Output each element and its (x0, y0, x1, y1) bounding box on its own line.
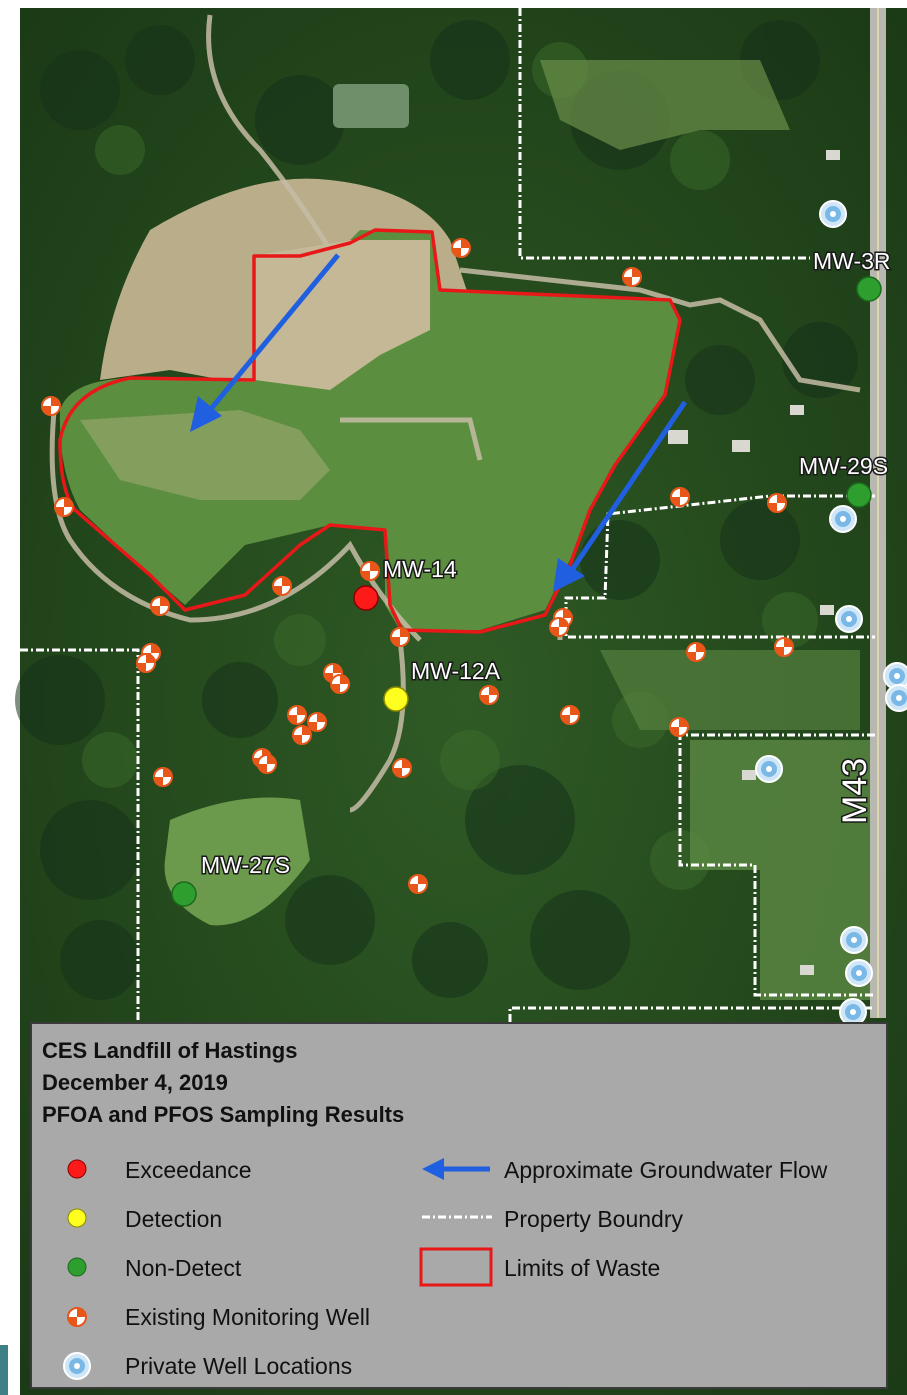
legend-limits-of-waste: Limits of Waste (504, 1255, 661, 1281)
pond (333, 84, 409, 128)
monitoring-well-icon (287, 705, 307, 725)
field-southwest (164, 797, 310, 926)
legend-title-subject: PFOA and PFOS Sampling Results (42, 1102, 405, 1127)
flow-arrow-northwest (208, 253, 340, 412)
property-boundary-symbol-icon (422, 1215, 492, 1219)
monitoring-well-icon (767, 493, 787, 513)
buildings (668, 150, 840, 975)
non-detect-symbol-icon (67, 1257, 87, 1277)
monitoring-well-icon (670, 487, 690, 507)
monitoring-well-icon (622, 267, 642, 287)
edge-bar (0, 1345, 8, 1395)
groundwater-flow-arrows (190, 253, 688, 592)
arrow-left-icon (422, 1158, 490, 1180)
limits-of-waste-symbol-icon (419, 1247, 493, 1287)
private-wells (755, 200, 907, 1026)
private-well-icon (839, 998, 867, 1026)
monitoring-well-icon (54, 497, 74, 517)
field-northeast (540, 60, 790, 150)
label-mw-29s: MW-29S (799, 453, 888, 479)
exceedance-symbol-icon (67, 1159, 87, 1179)
field-east (600, 650, 860, 730)
private-well-icon (755, 755, 783, 783)
label-mw-12a: MW-12A (411, 658, 501, 684)
monitoring-well-icon (330, 674, 350, 694)
private-well-icon (845, 959, 873, 987)
legend-existing-monitoring-well: Existing Monitoring Well (125, 1304, 371, 1330)
monitoring-well-icon (136, 653, 156, 673)
monitoring-well-icon (150, 596, 170, 616)
legend-detection: Detection (125, 1206, 223, 1232)
well-mw-14-exceedance (353, 585, 379, 611)
private-well-symbol-icon (63, 1352, 91, 1380)
legend-groundwater-flow: Approximate Groundwater Flow (504, 1157, 828, 1183)
private-well-icon (829, 505, 857, 533)
legend-non-detect: Non-Detect (125, 1255, 242, 1281)
monitoring-well-icon (390, 627, 410, 647)
field-southeast (690, 740, 870, 1000)
map-legend: CES Landfill of Hastings December 4, 201… (30, 1022, 888, 1389)
detection-symbol-icon (67, 1208, 87, 1228)
well-mw-3r-non-detect (856, 276, 882, 302)
monitoring-well-icon (272, 576, 292, 596)
landfill-worn-area (80, 410, 330, 500)
well-mw-29s-non-detect (846, 482, 872, 508)
monitoring-well-icon (360, 561, 380, 581)
landfill-upper-bare (255, 240, 430, 390)
label-highway-m43: M43 (836, 758, 874, 824)
flow-arrow-east (569, 400, 688, 572)
landfill-cap-grass (59, 230, 681, 630)
existing-monitoring-wells (41, 238, 794, 894)
well-mw-12a-detection (383, 686, 409, 712)
private-well-icon (819, 200, 847, 228)
monitoring-well-icon (307, 712, 327, 732)
private-well-icon (835, 605, 863, 633)
monitoring-well-icon (669, 717, 689, 737)
private-well-icon (885, 684, 907, 712)
private-well-icon (840, 926, 868, 954)
monitoring-well-icon (392, 758, 412, 778)
monitoring-well-icon (292, 725, 312, 745)
monitoring-well-icon (408, 874, 428, 894)
legend-property-boundary: Property Boundry (504, 1206, 683, 1232)
monitoring-well-icon (560, 705, 580, 725)
label-mw-3r: MW-3R (813, 248, 891, 274)
legend-title-date: December 4, 2019 (42, 1070, 228, 1095)
legend-private-well-locations: Private Well Locations (125, 1353, 353, 1379)
monitoring-well-icon (257, 754, 277, 774)
monitoring-well-icon (153, 767, 173, 787)
legend-exceedance: Exceedance (125, 1157, 252, 1183)
monitoring-well-icon (774, 637, 794, 657)
monitoring-well-symbol-icon (67, 1307, 87, 1327)
monitoring-well-icon (479, 685, 499, 705)
monitoring-well-icon (549, 617, 569, 637)
label-mw-14: MW-14 (383, 556, 457, 582)
flow-arrowhead-northwest (190, 396, 222, 432)
monitoring-well-icon (41, 396, 61, 416)
property-boundary (20, 8, 875, 1022)
monitoring-well-icon (451, 238, 471, 258)
private-well-icon (883, 662, 907, 690)
well-mw-27s-non-detect (171, 881, 197, 907)
monitoring-well-icon (686, 642, 706, 662)
label-mw-27s: MW-27S (201, 852, 290, 878)
flow-arrowhead-east (553, 558, 585, 592)
legend-title-site: CES Landfill of Hastings (42, 1038, 298, 1063)
